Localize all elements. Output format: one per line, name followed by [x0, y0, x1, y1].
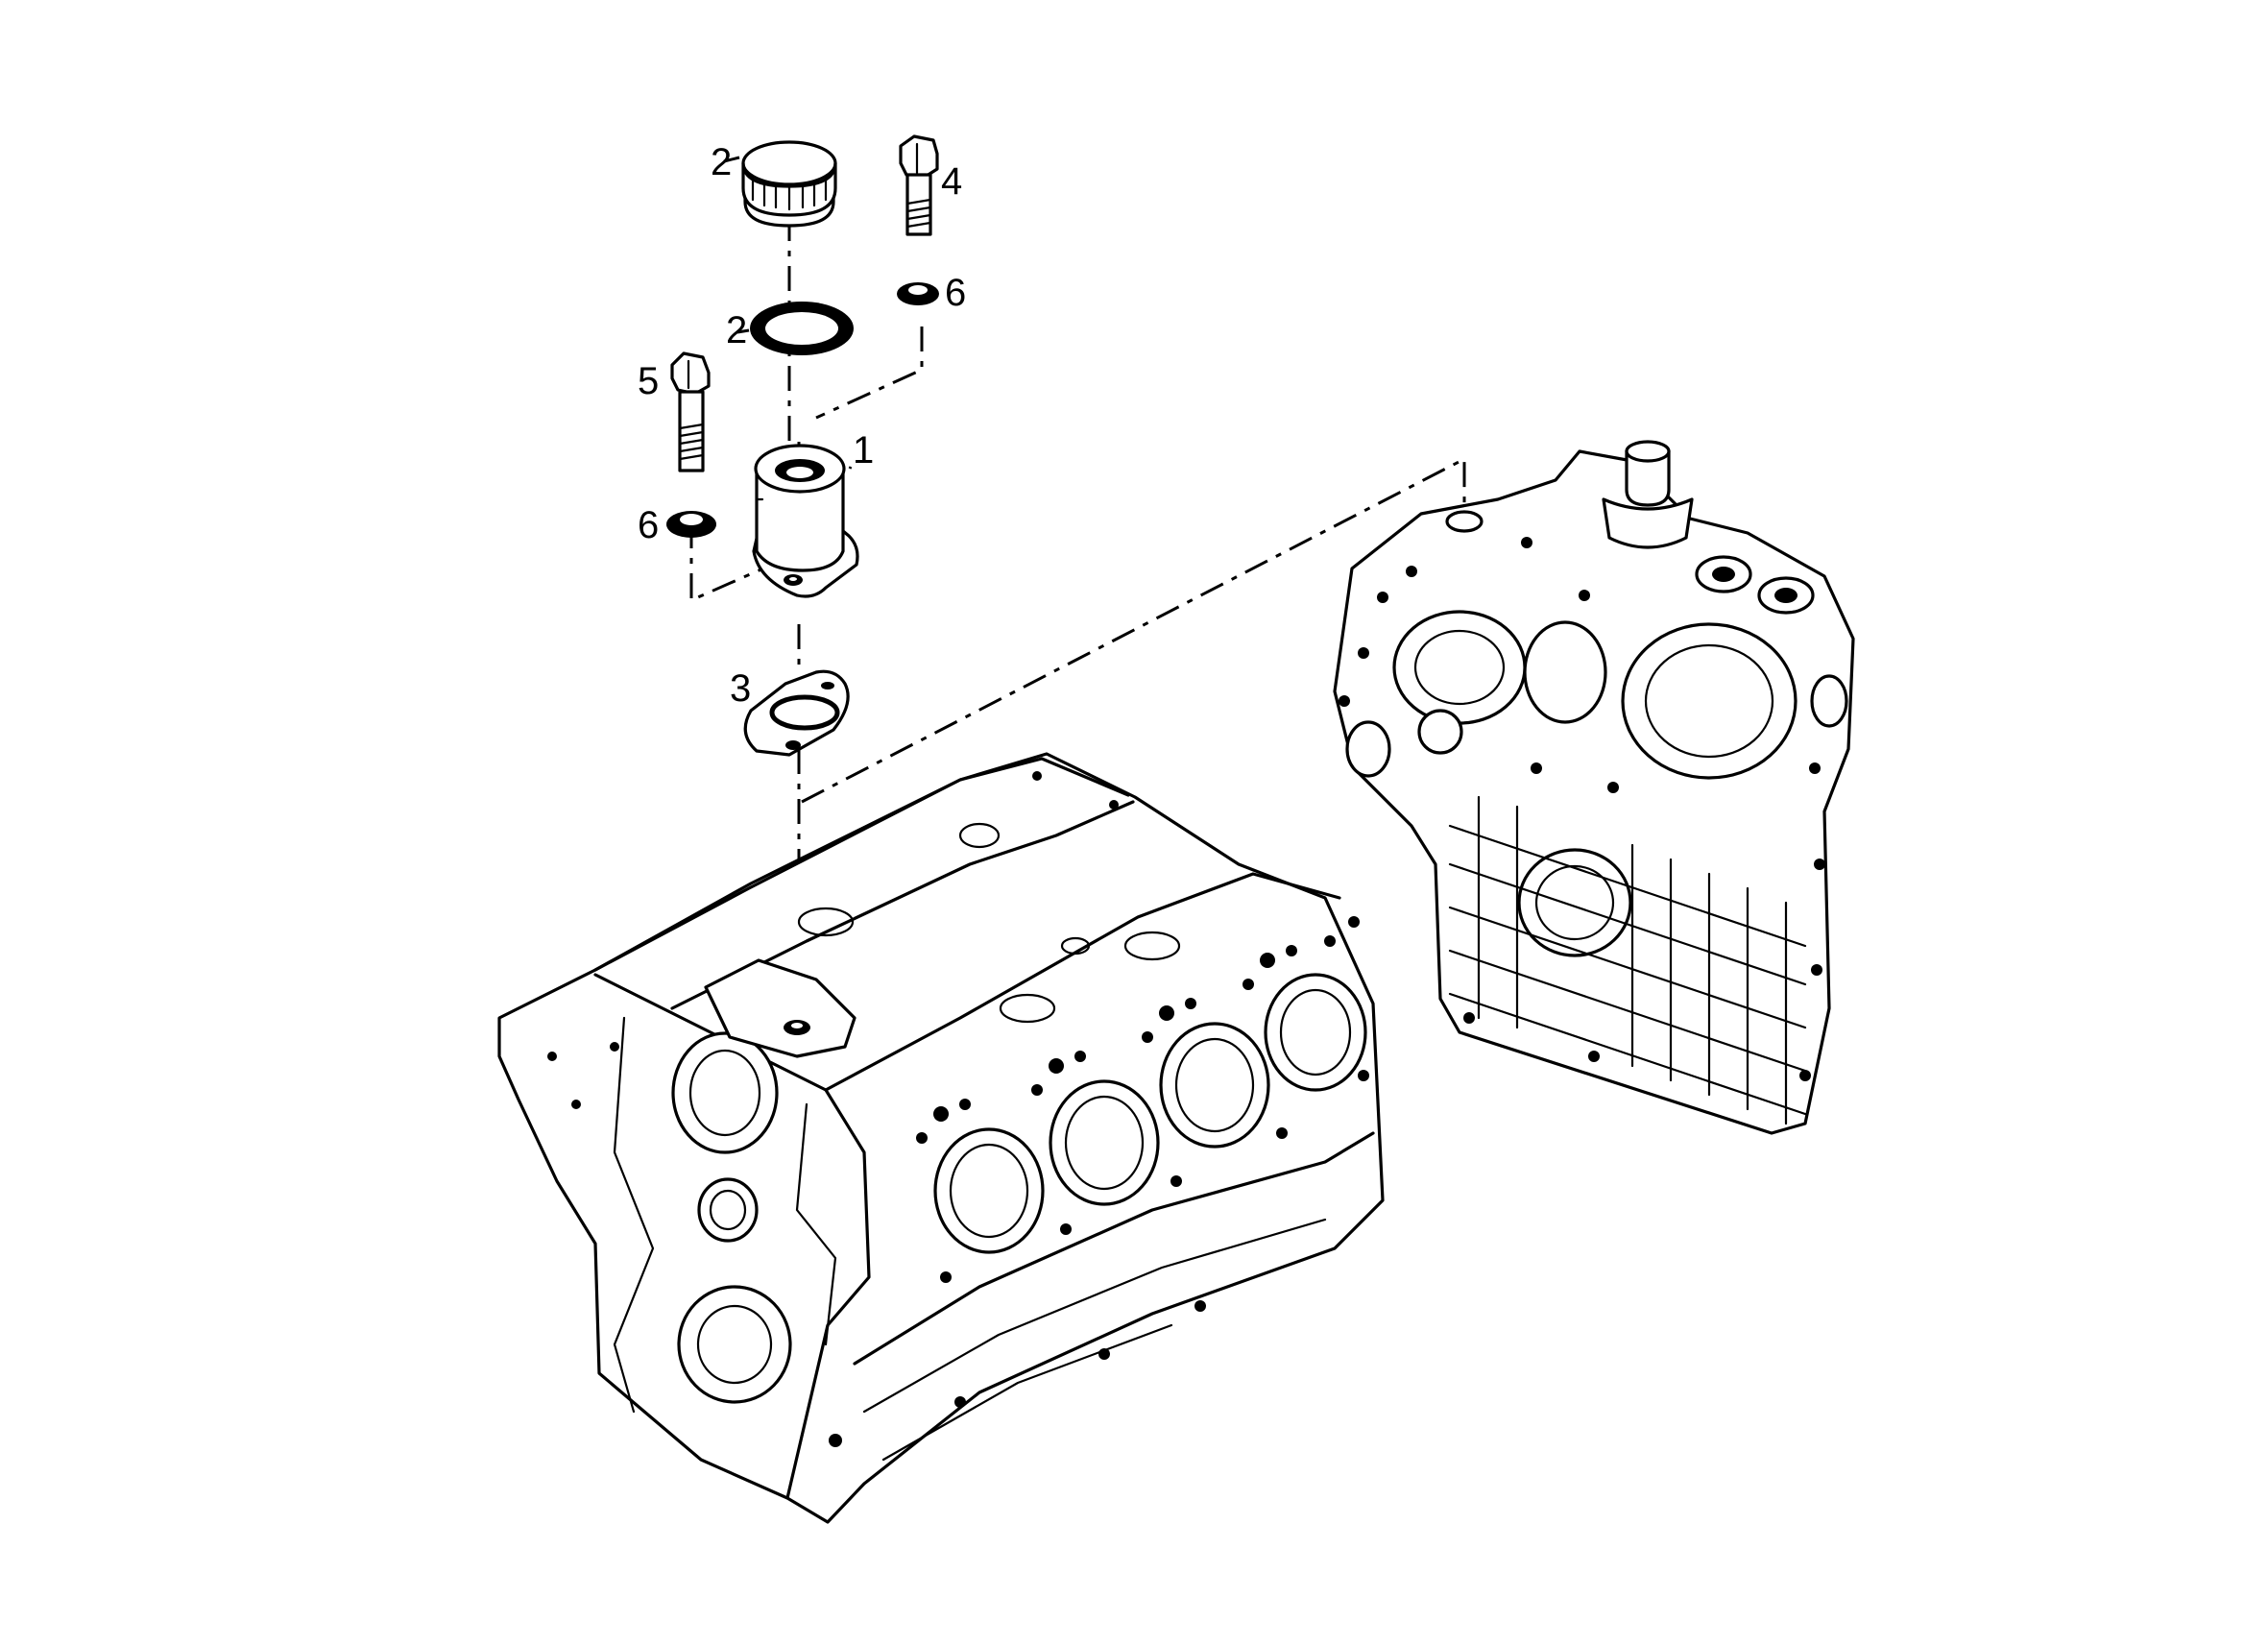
bolt-4-part[interactable] [899, 134, 939, 236]
callout-cap: 2 [711, 141, 732, 183]
callout-bolt-4: 4 [941, 160, 962, 203]
callout-filler-neck: 1 [853, 429, 874, 472]
washer-bottom-part[interactable] [666, 511, 716, 538]
cap-part[interactable] [741, 140, 837, 228]
seal-ring-part[interactable] [750, 302, 854, 355]
callouts: 2 4 6 2 5 1 6 3 [638, 141, 966, 710]
washer-top-part[interactable] [897, 282, 939, 305]
callout-bolt-5: 5 [638, 360, 659, 402]
callout-gasket: 3 [730, 667, 751, 710]
engine-block [497, 752, 1385, 1524]
callout-washer-top: 6 [945, 272, 966, 314]
callout-seal-ring: 2 [726, 309, 747, 351]
filler-neck-part[interactable] [752, 444, 859, 598]
gasket-part[interactable] [743, 669, 850, 757]
leader-lines [723, 156, 853, 470]
timing-cover [1333, 440, 1855, 1135]
bolt-5-part[interactable] [670, 351, 711, 472]
callout-washer-bottom: 6 [638, 504, 659, 546]
